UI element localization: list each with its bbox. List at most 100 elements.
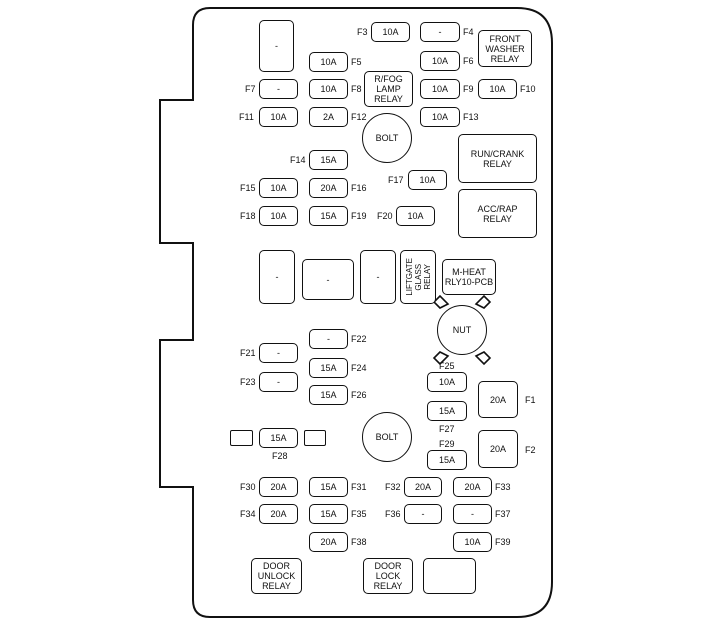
fuse-f22-label: F22	[351, 334, 367, 344]
spare-slot-label: -	[275, 272, 279, 282]
fuse-f23: -	[259, 372, 298, 392]
fuse-f33: 20A	[453, 477, 492, 497]
fuse-f28-label: F28	[272, 451, 288, 461]
fuse-f36-label: F36	[385, 509, 401, 519]
fuse-f37: -	[453, 504, 492, 524]
spare-slot: -	[302, 259, 354, 300]
fuse-f12: 2A	[309, 107, 348, 127]
fuse-f8-label: F8	[351, 84, 362, 94]
fuse-f2-label: F2	[525, 445, 536, 455]
fuse-f31: 15A	[309, 477, 348, 497]
fuse-f19: 15A	[309, 206, 348, 226]
fuse-f7: -	[259, 79, 298, 99]
fuse-f12-label: F12	[351, 112, 367, 122]
fuse-f18: 10A	[259, 206, 298, 226]
relay-front-washer: FRONT WASHER RELAY	[478, 30, 532, 67]
fuse-f4: -	[420, 22, 460, 42]
fuse-f14: 15A	[309, 150, 348, 170]
f28-connector-right	[304, 430, 326, 446]
relay-liftgate-glass: LIFTGATE GLASS RELAY	[400, 250, 436, 304]
fuse-f22: -	[309, 329, 348, 349]
relay-rfog-lamp: R/FOG LAMP RELAY	[364, 71, 413, 107]
fuse-f29-label: F29	[439, 439, 455, 449]
fuse-f18-label: F18	[240, 211, 256, 221]
fuse-f21-label: F21	[240, 348, 256, 358]
fuse-f4-label: F4	[463, 27, 474, 37]
relay-liftgate-glass-label: LIFTGATE GLASS RELAY	[404, 258, 432, 296]
fuse-f5-label: F5	[351, 57, 362, 67]
fuse-f39-label: F39	[495, 537, 511, 547]
spare-slot-label: -	[275, 41, 278, 51]
fuse-f2: 20A	[478, 430, 518, 468]
fuse-f9: 10A	[420, 79, 460, 99]
fuse-f34-label: F34	[240, 509, 256, 519]
fuse-f6-label: F6	[463, 56, 474, 66]
spare-slot: -	[259, 250, 295, 304]
relay-m-heat: M-HEAT RLY10-PCB	[442, 259, 496, 295]
spare-slot: -	[360, 250, 396, 304]
fuse-f13-label: F13	[463, 112, 479, 122]
fuse-f9-label: F9	[463, 84, 474, 94]
fuse-f30-label: F30	[240, 482, 256, 492]
fuse-f27: 15A	[427, 401, 467, 421]
relay-run-crank: RUN/CRANK RELAY	[458, 134, 537, 183]
fuse-f3-label: F3	[357, 27, 368, 37]
fuse-f34: 20A	[259, 504, 298, 524]
fuse-f20-label: F20	[377, 211, 393, 221]
relay-acc-rap: ACC/RAP RELAY	[458, 189, 537, 238]
fuse-f24: 15A	[309, 358, 348, 378]
fuse-f20: 10A	[396, 206, 435, 226]
relay-door-lock: DOOR LOCK RELAY	[363, 558, 413, 594]
fuse-f28: 15A	[259, 428, 298, 448]
fuse-f15: 10A	[259, 178, 298, 198]
fuse-f33-label: F33	[495, 482, 511, 492]
fuse-f23-label: F23	[240, 377, 256, 387]
fuse-f14-label: F14	[290, 155, 306, 165]
fuse-f19-label: F19	[351, 211, 367, 221]
fuse-f29: 15A	[427, 450, 467, 470]
fuse-f8: 10A	[309, 79, 348, 99]
fuse-f16-label: F16	[351, 183, 367, 193]
blank-relay-slot	[423, 558, 476, 594]
relay-door-unlock: DOOR UNLOCK RELAY	[251, 558, 302, 594]
fuse-f39: 10A	[453, 532, 492, 552]
fuse-f11: 10A	[259, 107, 298, 127]
fuse-f10: 10A	[478, 79, 517, 99]
fuse-f21: -	[259, 343, 298, 363]
fuse-f38: 20A	[309, 532, 348, 552]
fuse-f17-label: F17	[388, 175, 404, 185]
fuse-f17: 10A	[408, 170, 447, 190]
f28-connector-left	[230, 430, 253, 446]
fuse-f36: -	[404, 504, 442, 524]
fuse-f5: 10A	[309, 52, 348, 72]
fuse-f16: 20A	[309, 178, 348, 198]
spare-slot-label: -	[326, 274, 330, 285]
fuse-f35-label: F35	[351, 509, 367, 519]
spare-slot: -	[259, 20, 294, 72]
fuse-f25: 10A	[427, 372, 467, 392]
fuse-f37-label: F37	[495, 509, 511, 519]
fuse-f32: 20A	[404, 477, 442, 497]
fuse-f15-label: F15	[240, 183, 256, 193]
fuse-f38-label: F38	[351, 537, 367, 547]
fuse-f3: 10A	[371, 22, 410, 42]
fuse-f13: 10A	[420, 107, 460, 127]
bolt-upper: BOLT	[362, 113, 412, 163]
fuse-f7-label: F7	[245, 84, 256, 94]
spare-slot-label: -	[376, 272, 380, 282]
fuse-f6: 10A	[420, 51, 460, 71]
fuse-f11-label: F11	[239, 112, 254, 122]
fuse-f24-label: F24	[351, 363, 367, 373]
fuse-f30: 20A	[259, 477, 298, 497]
fuse-f27-label: F27	[439, 424, 455, 434]
fuse-f10-label: F10	[520, 84, 536, 94]
fuse-f32-label: F32	[385, 482, 401, 492]
fuse-f31-label: F31	[351, 482, 367, 492]
fuse-f26-label: F26	[351, 390, 367, 400]
fuse-f26: 15A	[309, 385, 348, 405]
nut-tabs	[432, 294, 492, 366]
bolt-lower: BOLT	[362, 412, 412, 462]
fuse-f25-label: F25	[439, 361, 455, 371]
